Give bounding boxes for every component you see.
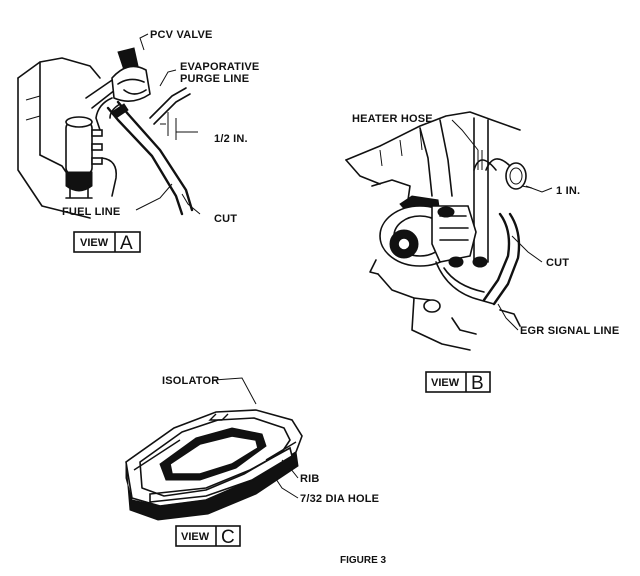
half-inch-label: 1/2 IN. <box>214 133 248 145</box>
fuel-line-label: FUEL LINE <box>62 206 120 218</box>
figure-caption: FIGURE 3 <box>340 555 387 566</box>
view-a-tag: VIEW A <box>73 231 141 254</box>
view-a-illustration <box>17 33 201 219</box>
isolator-label: ISOLATOR <box>162 375 219 387</box>
evaporative-label: EVAPORATIVE <box>180 61 259 73</box>
view-c-letter: C <box>221 527 235 548</box>
view-a-word: VIEW <box>80 237 109 249</box>
view-b-word: VIEW <box>431 377 460 389</box>
pcv-valve-label: PCV VALVE <box>150 29 213 41</box>
heater-hose-label: HEATER HOSE <box>352 113 433 125</box>
view-c-tag: VIEW C <box>175 525 241 548</box>
view-c-illustration <box>125 377 303 521</box>
rib-label: RIB <box>300 473 320 485</box>
dia-hole-label: 7/32 DIA HOLE <box>300 493 379 505</box>
view-b-illustration <box>345 111 553 351</box>
view-b-letter: B <box>471 373 484 394</box>
view-b-cut-label: CUT <box>546 257 569 269</box>
view-c-word: VIEW <box>181 531 210 543</box>
view-a-cut-label: CUT <box>214 213 237 225</box>
egr-signal-line-label: EGR SIGNAL LINE <box>520 325 619 337</box>
view-a-letter: A <box>120 233 133 254</box>
purge-line-label: PURGE LINE <box>180 73 249 85</box>
one-inch-label: 1 IN. <box>556 185 580 197</box>
view-b-tag: VIEW B <box>425 371 491 394</box>
